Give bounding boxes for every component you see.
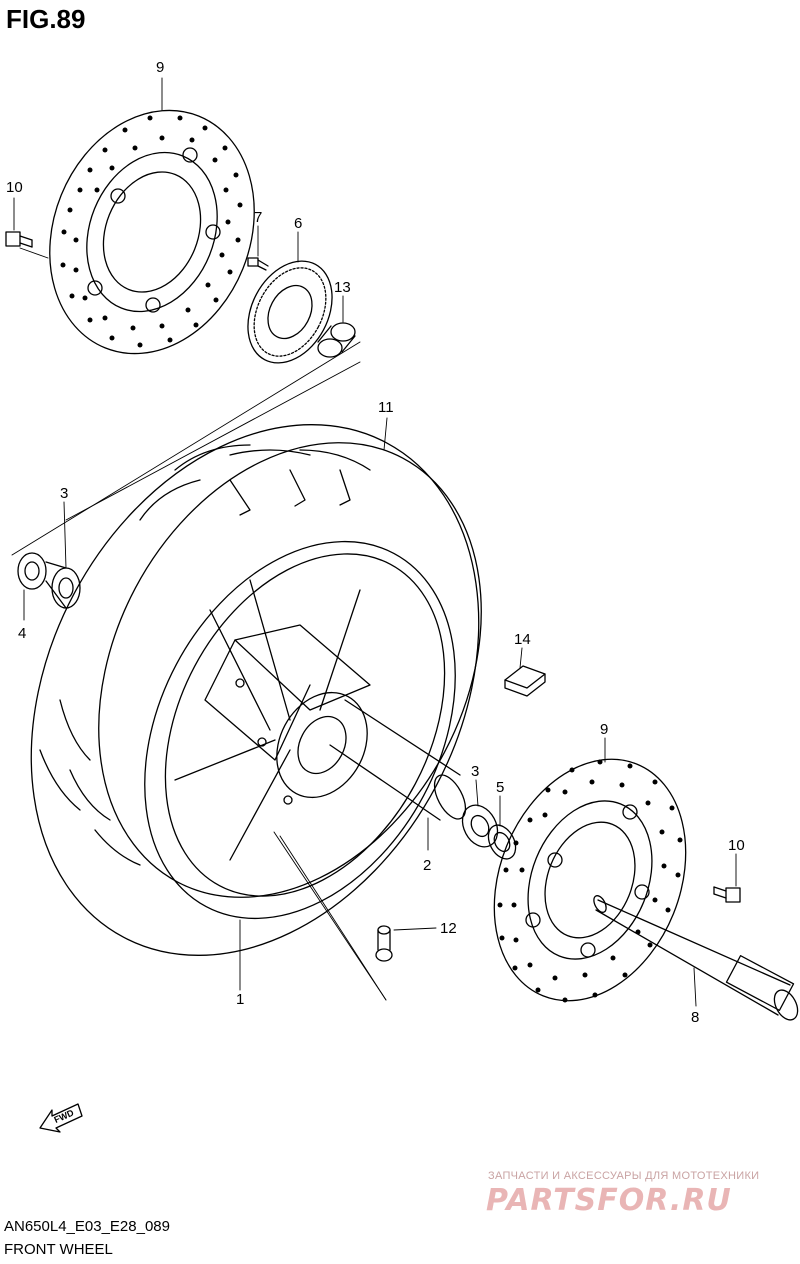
- callout-4: 4: [18, 625, 26, 642]
- sensor-rotor-ring[interactable]: [231, 246, 349, 377]
- diagram-code: AN650L4_E03_E28_089: [4, 1218, 170, 1235]
- disc-bolt-left[interactable]: [5, 231, 33, 248]
- axle-collar[interactable]: [329, 699, 472, 824]
- wheel-hub[interactable]: [204, 624, 385, 813]
- callout-5: 5: [496, 779, 504, 796]
- callout-3a: 3: [60, 485, 68, 502]
- callout-2: 2: [423, 857, 431, 874]
- disc-bolt-right[interactable]: [713, 886, 741, 903]
- brake-disc-left[interactable]: [14, 79, 289, 384]
- callout-9b: 9: [600, 721, 608, 738]
- sensor-ring-screw[interactable]: [247, 257, 269, 271]
- brake-disc-right[interactable]: [460, 730, 721, 1029]
- watermark-subtitle: ЗАПЧАСТИ И АКСЕССУАРЫ ДЛЯ МОТОТЕХНИКИ: [488, 1170, 760, 1182]
- leader-lines: [11, 77, 737, 1007]
- callout-3b: 3: [471, 763, 479, 780]
- callout-13: 13: [334, 279, 351, 296]
- diagram-caption: FRONT WHEEL: [4, 1241, 113, 1258]
- oil-seal[interactable]: [483, 820, 521, 863]
- tire[interactable]: [0, 347, 567, 1034]
- callout-9a: 9: [156, 59, 164, 76]
- callout-10b: 10: [728, 837, 745, 854]
- tire-valve[interactable]: [375, 925, 393, 962]
- callout-7: 7: [254, 209, 262, 226]
- callout-6: 6: [294, 215, 302, 232]
- watermark-brand: PARTSFOR.RU: [486, 1183, 732, 1218]
- callout-1: 1: [236, 991, 244, 1008]
- wheel-rim[interactable]: [82, 488, 517, 973]
- bearing-right[interactable]: [456, 799, 505, 853]
- callout-12: 12: [440, 920, 457, 937]
- callout-11: 11: [378, 399, 394, 416]
- spacer-ring[interactable]: [317, 322, 356, 358]
- front-axle[interactable]: [591, 894, 800, 1024]
- balance-weight[interactable]: [504, 665, 546, 697]
- callout-10a: 10: [6, 179, 23, 196]
- fwd-arrow-icon: FWD: [39, 1103, 83, 1133]
- callout-14: 14: [514, 631, 531, 648]
- bearing-left[interactable]: [17, 552, 81, 609]
- figure-title: FIG.89: [6, 4, 86, 34]
- callout-labels: 9 10 7 6 13 11 3 4 14 9 3 5 2 10 12 1 8: [6, 59, 745, 1026]
- callout-8: 8: [691, 1009, 699, 1026]
